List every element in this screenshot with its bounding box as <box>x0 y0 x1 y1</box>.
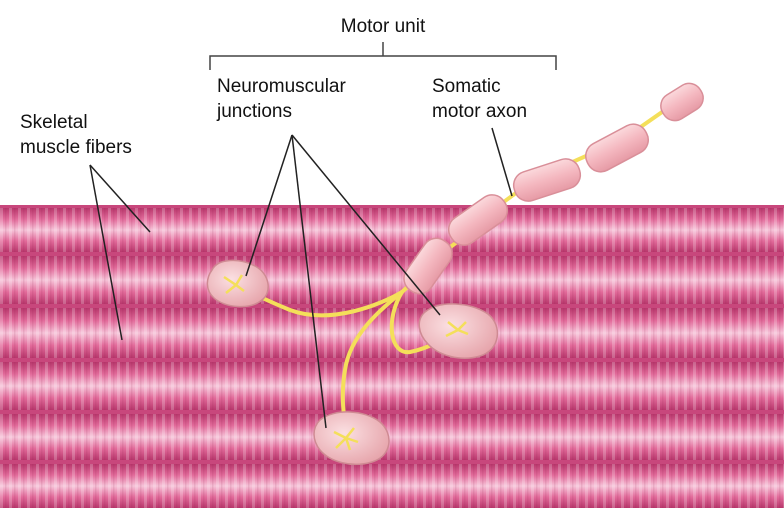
skeletal-muscle-fibers-label-line2: muscle fibers <box>20 137 132 158</box>
muscle-fiber <box>0 464 784 508</box>
myelin-segment <box>656 78 708 125</box>
myelin-segment <box>581 119 653 176</box>
motor-unit-bracket <box>210 42 556 70</box>
muscle-fiber <box>0 414 784 460</box>
muscle-fiber-bundle <box>0 205 784 508</box>
skeletal-muscle-fibers-label-line1: Skeletal <box>20 112 88 133</box>
muscle-fiber <box>0 362 784 410</box>
motor-unit-label: Motor unit <box>341 16 426 37</box>
myelin-segment <box>510 155 584 205</box>
muscle-fiber <box>0 208 784 252</box>
neuromuscular-junctions-label-line2: junctions <box>216 101 292 122</box>
somatic-motor-axon-label-line2: motor axon <box>432 101 527 122</box>
leader-line-axon <box>492 128 512 196</box>
neuromuscular-junctions-label-line1: Neuromuscular <box>217 76 346 97</box>
somatic-motor-axon-label-line1: Somatic <box>432 76 501 97</box>
